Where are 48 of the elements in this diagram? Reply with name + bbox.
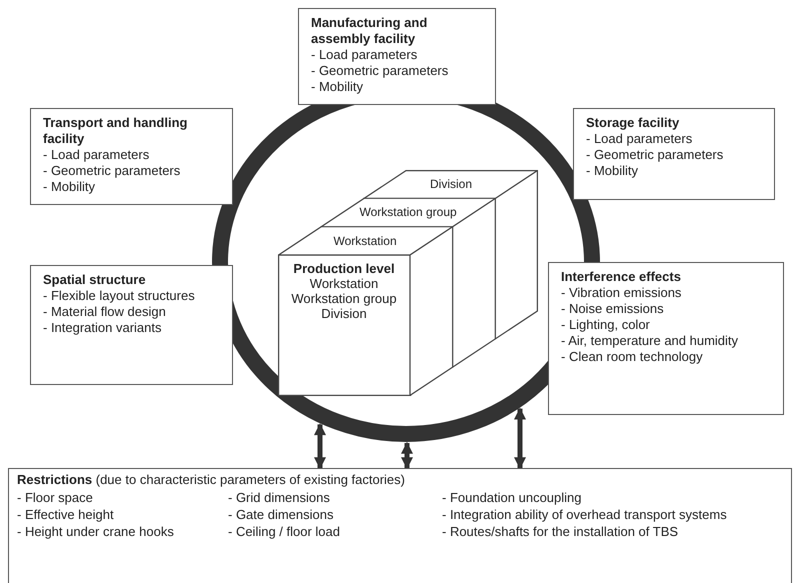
list-item: - Height under crane hooks bbox=[17, 524, 174, 540]
list-item: - Integration ability of overhead transport systems bbox=[442, 507, 727, 523]
cube-heading: Production level bbox=[292, 261, 396, 276]
layer-label: Workstation bbox=[334, 234, 397, 248]
list-item: - Clean room technology bbox=[561, 349, 704, 365]
double-arrow bbox=[314, 423, 326, 470]
list-item: - Geometric parameters bbox=[586, 147, 724, 163]
list-item: - Foundation uncoupling bbox=[442, 490, 582, 506]
double-arrow bbox=[401, 442, 413, 470]
list-item: - Geometric parameters bbox=[43, 163, 182, 179]
panel-heading: Manufacturing and assembly facility bbox=[311, 15, 428, 47]
list-item: - Mobility bbox=[311, 79, 364, 95]
panel-heading: Interference effects bbox=[561, 269, 682, 285]
list-item: - Load parameters bbox=[586, 131, 694, 147]
list-item: - Vibration emissions bbox=[561, 285, 682, 301]
info-panel bbox=[30, 265, 233, 385]
list-item: - Grid dimensions bbox=[228, 490, 330, 506]
list-item: - Material flow design bbox=[43, 304, 167, 320]
panel-heading: Restrictions (due to characteristic parameters of existing factories) bbox=[17, 472, 406, 488]
panel-heading: Transport and handling facility bbox=[43, 115, 188, 147]
list-item: - Gate dimensions bbox=[228, 507, 334, 523]
cube-text: Division bbox=[320, 306, 368, 321]
cube-text: Workstation bbox=[308, 276, 380, 291]
list-item: - Noise emissions bbox=[561, 301, 665, 317]
list-item: - Geometric parameters bbox=[311, 63, 450, 79]
list-item: - Lighting, color bbox=[561, 317, 651, 333]
list-item: - Floor space bbox=[17, 490, 93, 506]
info-panel bbox=[298, 8, 496, 105]
list-item: - Air, temperature and humidity bbox=[561, 333, 740, 349]
list-item: - Mobility bbox=[43, 179, 96, 195]
restrictions-panel bbox=[8, 468, 792, 583]
list-item: - Load parameters bbox=[43, 147, 150, 163]
panel-heading: Spatial structure bbox=[43, 272, 147, 288]
cube-text: Workstation group bbox=[290, 291, 398, 306]
double-arrow bbox=[514, 407, 526, 470]
list-item: - Ceiling / floor load bbox=[228, 524, 340, 540]
list-item: - Integration variants bbox=[43, 320, 163, 336]
info-panel bbox=[30, 108, 233, 205]
list-item: - Routes/shafts for the installation of TBS bbox=[442, 524, 678, 540]
panel-heading: Storage facility bbox=[586, 115, 680, 131]
info-panel bbox=[573, 108, 775, 200]
list-item: - Load parameters bbox=[311, 47, 418, 63]
list-item: - Effective height bbox=[17, 507, 114, 523]
layer-label: Workstation group bbox=[360, 205, 457, 219]
info-panel bbox=[548, 262, 784, 415]
layer-label: Division bbox=[430, 177, 472, 191]
list-item: - Mobility bbox=[586, 163, 640, 179]
list-item: - Flexible layout structures bbox=[43, 288, 196, 304]
